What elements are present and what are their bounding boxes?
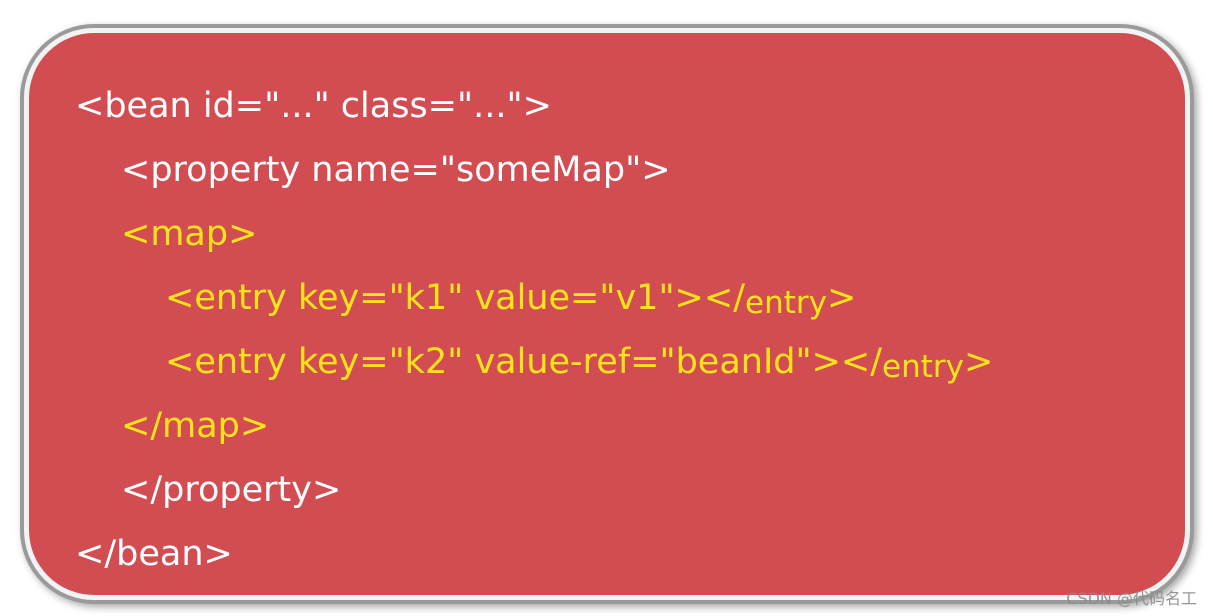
entry-2-text: <entry key="k2" value-ref="beanId"></ [165, 342, 883, 382]
entry-1-text: <entry key="k1" value="v1"></ [165, 278, 745, 318]
code-line-map-close: </map> [121, 406, 270, 446]
code-line-map-open: <map> [121, 214, 258, 254]
entry-1-close-bracket: > [826, 278, 857, 318]
watermark-text: CSDN @代码名工 [1066, 589, 1197, 608]
code-line-entry-2: <entry key="k2" value-ref="beanId"></ent… [165, 342, 994, 385]
code-line-bean-close: </bean> [75, 534, 233, 574]
code-line-property-close: </property> [121, 470, 342, 510]
code-line-property-open: <property name="someMap"> [121, 150, 671, 190]
entry-2-close-tag: entry [882, 349, 965, 385]
entry-2-close-bracket: > [964, 342, 994, 382]
code-line-entry-1: <entry key="k1" value="v1"></entry> [165, 278, 857, 321]
code-slide-card: <bean id="..." class="..."> <property na… [24, 28, 1190, 600]
entry-1-close-tag: entry [745, 285, 827, 321]
code-line-bean-open: <bean id="..." class="..."> [75, 86, 552, 126]
